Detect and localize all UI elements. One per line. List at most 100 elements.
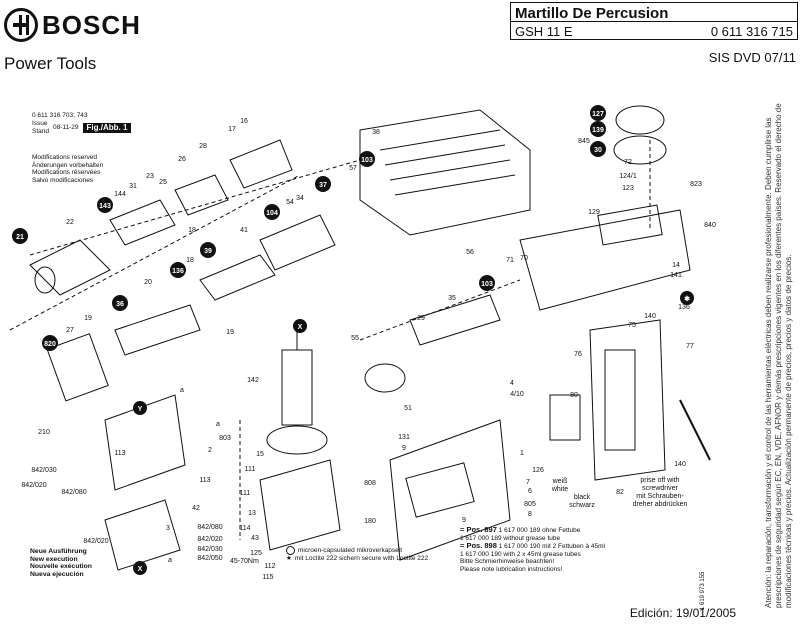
- product-title: Martillo De Percusion: [515, 5, 669, 22]
- stator-part: [104, 394, 186, 491]
- new-execution-note: Neue Ausführung New execution Nouvelle e…: [30, 548, 92, 578]
- svg-text:38: 38: [372, 129, 380, 136]
- svg-text:51: 51: [404, 405, 412, 412]
- stator-lower-part: [104, 499, 181, 571]
- svg-text:140: 140: [644, 313, 656, 320]
- svg-text:115: 115: [262, 574, 273, 581]
- assembly-axis-upper: [29, 159, 361, 256]
- svg-text:18: 18: [186, 257, 194, 264]
- svg-text:823: 823: [690, 181, 702, 188]
- callout-103b: 103: [481, 281, 493, 288]
- brand-subtitle: Power Tools: [4, 54, 97, 73]
- svg-text:70: 70: [520, 255, 528, 262]
- svg-text:white: white: [551, 486, 568, 493]
- striker-part: [199, 254, 276, 301]
- svg-text:842/050: 842/050: [197, 555, 222, 562]
- svg-text:28: 28: [199, 143, 207, 150]
- svg-text:842/030: 842/030: [31, 467, 56, 474]
- pos-898: = Pos. 898: [460, 541, 497, 550]
- spring-part: [174, 174, 229, 216]
- svg-text:77: 77: [686, 343, 694, 350]
- callout-star: ✱: [684, 295, 690, 303]
- svg-text:4: 4: [510, 380, 514, 387]
- new-exec-line: Nueva ejecución: [30, 570, 84, 578]
- svg-text:weiß: weiß: [552, 478, 568, 485]
- svg-text:129: 129: [588, 209, 600, 216]
- part-number: 0 611 316 715: [710, 24, 793, 39]
- callout-136: 136: [172, 268, 184, 275]
- svg-text:a: a: [168, 557, 172, 564]
- svg-text:29: 29: [417, 315, 425, 322]
- svg-text:805: 805: [524, 501, 536, 508]
- flange-part: [46, 333, 109, 402]
- sleeve-part: [109, 199, 176, 246]
- svg-text:15: 15: [256, 451, 264, 458]
- side-legal-note: Atención: la reparación, transformación …: [764, 88, 794, 608]
- figure-tag: Fig./Abb. 1: [82, 123, 132, 133]
- svg-text:35: 35: [448, 295, 456, 302]
- guide-tube-part: [114, 304, 201, 356]
- callout-37: 37: [319, 182, 327, 189]
- svg-text:112: 112: [264, 563, 275, 570]
- part-898: 1 617 000 190 mit 2 Fettuben à 45ml: [498, 543, 605, 550]
- brand-name: BOSCH: [42, 9, 141, 40]
- svg-text:126: 126: [532, 467, 544, 474]
- mod-line: Salvo modificaciones: [32, 176, 94, 184]
- svg-text:75: 75: [628, 322, 636, 329]
- lube-note-en: Please note lubrication instructions!: [460, 565, 563, 573]
- svg-text:16: 16: [240, 118, 248, 125]
- modifications-note: Modifications reserved Änderungen vorbeh…: [32, 154, 103, 184]
- legend-loctite: mit Loctite 222 sichern secure with Loct…: [294, 555, 429, 562]
- svg-text:180: 180: [364, 518, 376, 525]
- svg-text:842/080: 842/080: [61, 489, 86, 496]
- loctite-star-icon: ★: [286, 555, 292, 562]
- svg-text:6: 6: [528, 488, 532, 495]
- svg-text:141: 141: [670, 272, 682, 279]
- svg-text:25: 25: [159, 179, 167, 186]
- svg-text:72: 72: [624, 159, 632, 166]
- svg-text:842/020: 842/020: [197, 536, 222, 543]
- svg-text:840: 840: [704, 222, 716, 229]
- legend-microencapsulated: microen-capsulated mikroverkapselt: [298, 546, 403, 554]
- svg-text:schwarz: schwarz: [569, 502, 595, 509]
- mod-line: Modifications reserved: [32, 154, 98, 161]
- svg-text:18: 18: [188, 227, 196, 234]
- part-897: 1 617 000 189 ohne Fettube: [498, 527, 581, 534]
- pos-897: = Pos. 897: [460, 525, 497, 534]
- callout-104: 104: [266, 210, 278, 217]
- mod-line: Änderungen vorbehalten: [32, 161, 104, 169]
- handle-cover-part: [589, 319, 666, 481]
- svg-text:125: 125: [250, 550, 262, 557]
- cylinder-tube-part: [409, 294, 501, 346]
- svg-text:113: 113: [199, 477, 210, 484]
- svg-text:22: 22: [66, 219, 74, 226]
- new-exec-line: New execution: [30, 555, 78, 563]
- svg-text:845: 845: [578, 138, 590, 145]
- switch-part: [549, 394, 581, 441]
- svg-text:57: 57: [349, 165, 357, 172]
- legend: microen-capsulated mikroverkapselt ★mit …: [286, 546, 428, 563]
- svg-text:9: 9: [402, 445, 406, 452]
- svg-text:142: 142: [247, 377, 259, 384]
- model-name: GSH 11 E: [515, 24, 573, 39]
- svg-text:80: 80: [570, 392, 578, 399]
- svg-text:136: 136: [678, 304, 690, 311]
- callout-X: X: [138, 566, 143, 573]
- svg-text:111: 111: [245, 466, 256, 473]
- svg-text:131: 131: [398, 434, 410, 441]
- doc-ref: 0 611 316 703; 743: [32, 112, 88, 119]
- callout-X2: X: [298, 324, 303, 331]
- svg-text:842/080: 842/080: [197, 524, 222, 531]
- bosch-armature-icon: [4, 8, 38, 42]
- svg-text:14: 14: [672, 262, 680, 269]
- issue-date: 08-11-29: [53, 124, 79, 131]
- svg-text:111: 111: [240, 490, 251, 497]
- mod-line: Modifications réservées: [32, 169, 101, 176]
- assembly-axis-rear: [359, 279, 521, 341]
- svg-text:black: black: [574, 494, 591, 501]
- gear-housing-part: [519, 209, 691, 311]
- svg-text:808: 808: [364, 480, 376, 487]
- bosch-logo: BOSCH: [4, 8, 141, 42]
- svg-text:19: 19: [84, 315, 92, 322]
